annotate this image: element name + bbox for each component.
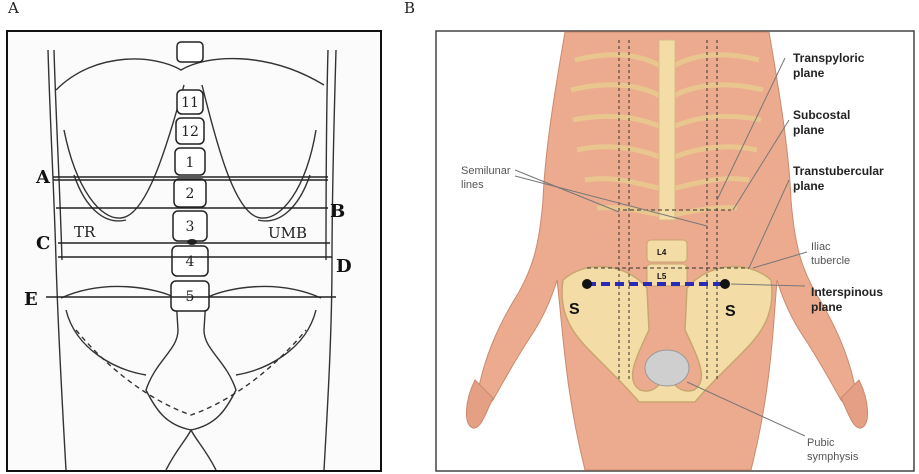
panel-a-sketch: 11 12 1 2 3 4 5 A B C D E TR UMB <box>6 30 382 472</box>
panel-b-figure: S S L4 L5 Transpyloric plane Subcostal p… <box>435 30 915 472</box>
plane-letter-b: B <box>330 201 345 222</box>
spine-marker-left <box>582 279 592 289</box>
label-semilunar-line2: lines <box>461 179 484 191</box>
vertebra-label-11: 11 <box>181 95 199 111</box>
panel-b-letter: B <box>404 0 415 17</box>
sternum-spine <box>659 40 675 220</box>
region-label-umb: UMB <box>268 224 307 242</box>
label-pubic-symphysis-line1: Pubic <box>807 437 835 449</box>
panel-a-letter: A <box>8 0 19 17</box>
label-semilunar-line1: Semilunar <box>461 165 511 177</box>
region-label-tr: TR <box>74 223 96 241</box>
plane-letter-a: A <box>35 167 51 188</box>
label-transpyloric-line2: plane <box>793 66 825 80</box>
label-pubic-symphysis-line2: symphysis <box>807 451 859 463</box>
vertebra-l4 <box>647 240 687 262</box>
vertebra-label-l4: L4 <box>657 248 667 257</box>
spine-marker-right <box>720 279 730 289</box>
umbilicus-dot <box>187 239 197 245</box>
plane-letter-e: E <box>24 289 38 310</box>
vertebra-label-3: 3 <box>186 219 195 235</box>
label-interspinous-line2: plane <box>811 300 843 314</box>
vertebra-label-l5: L5 <box>657 272 667 281</box>
label-transtubercular-line1: Transtubercular <box>793 164 884 178</box>
vertebra-label-1: 1 <box>186 155 195 171</box>
label-subcostal-line1: Subcostal <box>793 108 850 122</box>
label-transpyloric-line1: Transpyloric <box>793 51 865 65</box>
cervical-vertebra <box>177 42 203 62</box>
label-subcostal-line2: plane <box>793 123 825 137</box>
label-iliac-tubercle-line2: tubercle <box>811 255 850 267</box>
label-iliac-tubercle-line1: Iliac <box>811 241 831 253</box>
vertebra-label-2: 2 <box>186 186 195 202</box>
pubic-symphysis-marker <box>645 350 689 386</box>
spine-label-right: S <box>725 303 736 320</box>
plane-letter-d: D <box>336 256 352 277</box>
spine-label-left: S <box>569 301 580 318</box>
label-interspinous-line1: Interspinous <box>811 285 883 299</box>
vertebra-label-12: 12 <box>181 124 199 140</box>
plane-letter-c: C <box>36 233 50 254</box>
label-transtubercular-line2: plane <box>793 179 825 193</box>
vertebra-l5 <box>647 264 687 286</box>
